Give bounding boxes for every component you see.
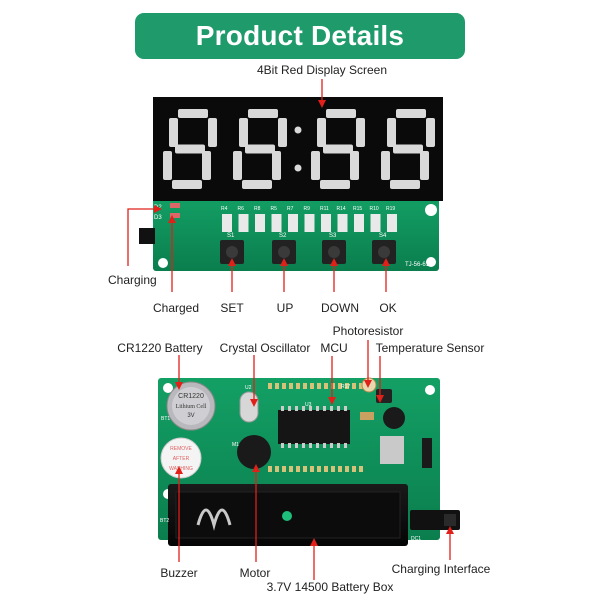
down-label: DOWN bbox=[321, 301, 359, 315]
motor-label: Motor bbox=[239, 566, 271, 580]
button-ok: S4 bbox=[372, 233, 396, 264]
digit-2 bbox=[233, 109, 287, 189]
display-module bbox=[153, 97, 443, 201]
resistor-R4: R4 bbox=[221, 206, 232, 232]
resistor-R6: R6 bbox=[238, 206, 249, 232]
svg-text:R17: R17 bbox=[341, 384, 350, 390]
svg-text:R19: R19 bbox=[386, 206, 395, 212]
resistor-R9: R9 bbox=[304, 206, 315, 232]
page-title: Product Details bbox=[135, 13, 465, 59]
resistor-R19: R19 bbox=[386, 206, 397, 232]
board-code: TJ-56-619 bbox=[405, 262, 433, 268]
digit-4 bbox=[381, 109, 435, 189]
coin-cell-voltage: 3V bbox=[187, 413, 194, 419]
svg-text:S4: S4 bbox=[379, 233, 387, 239]
svg-text:R11: R11 bbox=[320, 206, 329, 212]
svg-text:DC1: DC1 bbox=[411, 536, 421, 542]
digit-segments bbox=[163, 109, 435, 189]
bottom-arrows bbox=[175, 340, 454, 580]
buzzer-sticker-3: WASHING bbox=[169, 466, 193, 472]
header-pins bbox=[268, 383, 363, 472]
button-set: S1 bbox=[220, 233, 244, 264]
charging-interface-label: Charging Interface bbox=[391, 562, 491, 576]
buzzer-sticker-1: REMOVE bbox=[170, 446, 192, 452]
digit-1 bbox=[163, 109, 217, 189]
svg-text:R7: R7 bbox=[287, 206, 294, 212]
battery-box-label: 3.7V 14500 Battery Box bbox=[266, 580, 394, 594]
bottom-pcb: CR1220 Lithium Cell 3V BT1 U2 U3 M1 REMO… bbox=[158, 377, 460, 546]
digit-3 bbox=[311, 109, 365, 189]
svg-text:U2: U2 bbox=[245, 385, 252, 391]
svg-text:BT1: BT1 bbox=[161, 416, 170, 422]
resistor-row: R4 R6 R8 R5 R7 R9 R11 R14 R15 R10 R19 bbox=[221, 206, 397, 232]
svg-text:R15: R15 bbox=[353, 206, 362, 212]
top-arrows bbox=[127, 79, 390, 292]
up-label: UP bbox=[276, 301, 294, 315]
svg-text:S3: S3 bbox=[329, 233, 337, 239]
buzzer-sticker-2: AFTER bbox=[173, 456, 190, 462]
charged-label: Charged bbox=[152, 301, 200, 315]
svg-text:R10: R10 bbox=[370, 206, 379, 212]
resistor-R10: R10 bbox=[370, 206, 381, 232]
display-label: 4Bit Red Display Screen bbox=[256, 63, 388, 77]
svg-text:BT2: BT2 bbox=[160, 518, 169, 524]
mcu-label: MCU bbox=[320, 341, 348, 355]
temp-sensor-label: Temperature Sensor bbox=[375, 341, 485, 355]
resistor-R5: R5 bbox=[271, 206, 282, 232]
svg-text:R8: R8 bbox=[254, 206, 261, 212]
svg-text:M1: M1 bbox=[232, 442, 239, 448]
coin-cell-model: CR1220 bbox=[178, 393, 204, 400]
button-down: S3 bbox=[322, 233, 346, 264]
svg-text:S2: S2 bbox=[279, 233, 287, 239]
d3-silk: D3 bbox=[154, 215, 162, 221]
svg-text:U3: U3 bbox=[305, 402, 312, 408]
resistor-R11: R11 bbox=[320, 206, 331, 232]
svg-text:R4: R4 bbox=[221, 206, 228, 212]
set-label: SET bbox=[220, 301, 244, 315]
svg-text:R14: R14 bbox=[337, 206, 346, 212]
svg-text:R9: R9 bbox=[304, 206, 311, 212]
crystal-label: Crystal Oscillator bbox=[219, 341, 311, 355]
ok-label: OK bbox=[379, 301, 397, 315]
resistor-R14: R14 bbox=[337, 206, 348, 232]
coin-cell-brand: Lithium Cell bbox=[176, 404, 207, 410]
resistor-R15: R15 bbox=[353, 206, 364, 232]
ic-pins bbox=[281, 406, 347, 448]
photoresistor-label: Photoresistor bbox=[332, 324, 404, 338]
svg-text:R5: R5 bbox=[271, 206, 278, 212]
resistor-R7: R7 bbox=[287, 206, 298, 232]
buzzer-label: Buzzer bbox=[160, 566, 198, 580]
resistor-R8: R8 bbox=[254, 206, 265, 232]
charging-label: Charging bbox=[108, 273, 157, 287]
button-up: S2 bbox=[272, 233, 296, 264]
svg-text:S1: S1 bbox=[227, 233, 235, 239]
battery-label: CR1220 Battery bbox=[117, 341, 203, 355]
svg-text:R6: R6 bbox=[238, 206, 245, 212]
